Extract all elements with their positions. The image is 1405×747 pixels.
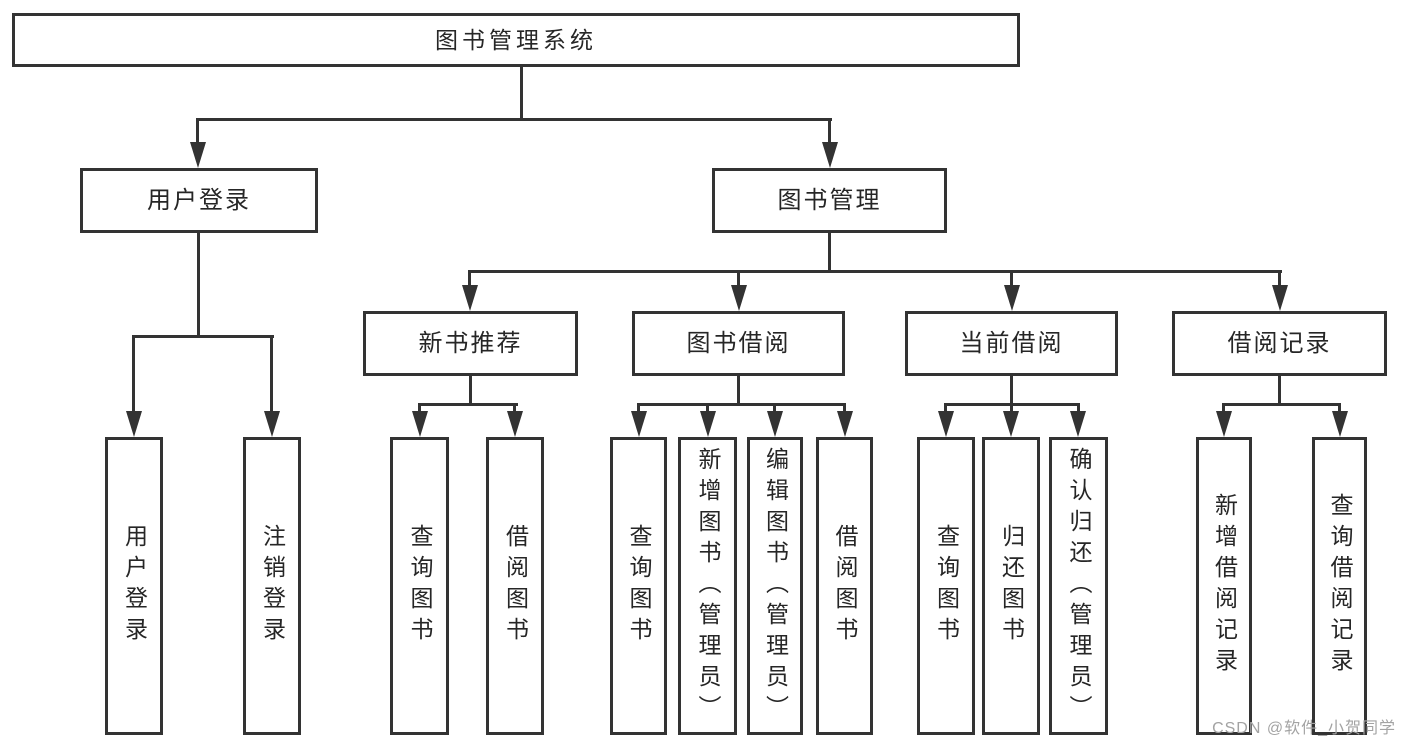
- connector-ul-child2-stem: [270, 337, 273, 413]
- node-book-management: 图书管理: [712, 168, 947, 233]
- node-borrowing-records: 借阅记录: [1172, 311, 1387, 376]
- arrow-down-icon: [1004, 285, 1020, 311]
- connector-book-borrow-stem: [737, 272, 740, 287]
- arrow-down-icon: [1332, 411, 1348, 437]
- arrow-down-icon: [837, 411, 853, 437]
- connector-nbr-child2-stem: [513, 405, 516, 413]
- node-leaf-logout: 注销登录: [243, 437, 301, 735]
- arrow-down-icon: [822, 142, 838, 168]
- node-leaf-query-borrow-record: 查询借阅记录: [1312, 437, 1367, 735]
- connector-br-child2-stem: [1338, 405, 1341, 413]
- node-leaf-add-borrow-record: 新增借阅记录: [1196, 437, 1252, 735]
- arrow-down-icon: [1272, 285, 1288, 311]
- connector-bb-down: [737, 375, 740, 406]
- node-leaf-borrow-book-1: 借阅图书: [486, 437, 544, 735]
- arrow-down-icon: [700, 411, 716, 437]
- connector-bb-child2-stem: [706, 405, 709, 413]
- leaf-label: 归还图书: [998, 524, 1025, 648]
- leaf-label: 查询图书: [933, 524, 960, 648]
- leaf-label: 用户登录: [121, 524, 148, 648]
- connector-user-login-stem: [196, 120, 199, 144]
- connector-br-child1-stem: [1222, 405, 1225, 413]
- connector-root-stem: [520, 66, 523, 120]
- connector-cb-down: [1010, 375, 1013, 406]
- node-leaf-return-book: 归还图书: [982, 437, 1040, 735]
- node-leaf-confirm-return-admin: 确认归还（管理员）: [1049, 437, 1108, 735]
- connector-nbr-down: [469, 375, 472, 406]
- node-new-book-recommend: 新书推荐: [363, 311, 578, 376]
- leaf-label: 查询图书: [407, 524, 433, 648]
- node-library-management-system: 图书管理系统: [12, 13, 1020, 67]
- connector-current-borrow-stem: [1010, 272, 1013, 287]
- connector-book-mgmt-stem: [828, 120, 831, 144]
- node-leaf-query-book-1: 查询图书: [390, 437, 449, 735]
- node-current-borrowing: 当前借阅: [905, 311, 1118, 376]
- arrow-down-icon: [507, 411, 523, 437]
- arrow-down-icon: [1216, 411, 1232, 437]
- arrow-down-icon: [462, 285, 478, 311]
- node-book-borrowing: 图书借阅: [632, 311, 845, 376]
- arrow-down-icon: [938, 411, 954, 437]
- connector-root-branch: [196, 118, 832, 121]
- csdn-watermark: CSDN @软件_小贺同学: [1212, 720, 1396, 737]
- leaf-label: 查询图书: [626, 524, 652, 648]
- connector-bb-child4-stem: [843, 405, 846, 413]
- leaf-label: 查询借阅记录: [1327, 493, 1353, 679]
- connector-bb-child1-stem: [637, 405, 640, 413]
- leaf-label: 借阅图书: [832, 524, 858, 648]
- arrow-down-icon: [264, 411, 280, 437]
- connector-br-branch: [1222, 403, 1341, 406]
- connector-book-mgmt-down: [828, 232, 831, 273]
- arrow-down-icon: [412, 411, 428, 437]
- node-leaf-borrow-book-2: 借阅图书: [816, 437, 873, 735]
- arrow-down-icon: [190, 142, 206, 168]
- connector-book-mgmt-branch: [468, 270, 1282, 273]
- connector-cb-child3-stem: [1077, 405, 1080, 413]
- connector-cb-child2-stem: [1010, 405, 1013, 413]
- node-user-login: 用户登录: [80, 168, 318, 233]
- leaf-label: 编辑图书（管理员）: [762, 446, 789, 726]
- leaf-label: 确认归还（管理员）: [1066, 446, 1092, 726]
- connector-cb-child1-stem: [944, 405, 947, 413]
- arrow-down-icon: [731, 285, 747, 311]
- arrow-down-icon: [631, 411, 647, 437]
- node-leaf-query-book-2: 查询图书: [610, 437, 667, 735]
- connector-ul-child1-stem: [132, 337, 135, 413]
- connector-br-down: [1278, 375, 1281, 406]
- arrow-down-icon: [1070, 411, 1086, 437]
- connector-new-book-rec-stem: [468, 272, 471, 287]
- connector-bb-child3-stem: [773, 405, 776, 413]
- leaf-label: 新增图书（管理员）: [695, 446, 721, 726]
- connector-nbr-branch: [418, 403, 518, 406]
- arrow-down-icon: [1003, 411, 1019, 437]
- leaf-label: 新增借阅记录: [1211, 493, 1238, 679]
- connector-nbr-child1-stem: [418, 405, 421, 413]
- arrow-down-icon: [126, 411, 142, 437]
- node-leaf-user-login: 用户登录: [105, 437, 163, 735]
- arrow-down-icon: [767, 411, 783, 437]
- leaf-label: 借阅图书: [502, 524, 529, 648]
- node-leaf-add-book-admin: 新增图书（管理员）: [678, 437, 737, 735]
- connector-bb-branch: [637, 403, 846, 406]
- leaf-label: 注销登录: [259, 524, 286, 648]
- connector-user-login-branch: [132, 335, 274, 338]
- connector-borrow-records-stem: [1278, 272, 1281, 287]
- node-leaf-query-book-3: 查询图书: [917, 437, 975, 735]
- connector-cb-branch: [944, 403, 1080, 406]
- node-leaf-edit-book-admin: 编辑图书（管理员）: [747, 437, 803, 735]
- connector-user-login-down: [197, 232, 200, 337]
